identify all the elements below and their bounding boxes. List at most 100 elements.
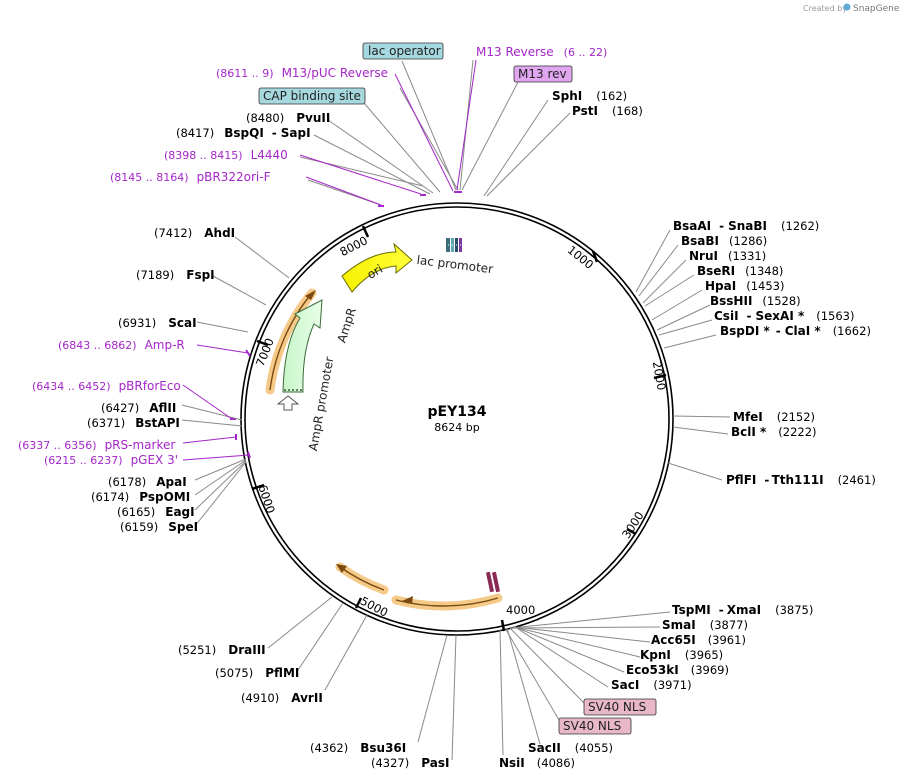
site-pvuii: (8480)PvuII [246,111,330,125]
site-psti: PstI(168) [572,104,643,118]
sv40-block-1 [485,571,495,593]
tick-label-4000: 4000 [506,603,535,617]
backbone-inner-circle [244,206,670,632]
site-nsii: NsiI(4086) [499,756,575,770]
primer-pgex3: (6215 .. 6237)pGEX 3' [44,453,178,467]
site-mfei: MfeI(2152) [733,410,815,424]
site-avrii: (4910)AvrII [241,691,323,705]
primer-amp-r: (6843 .. 6862)Amp-R [58,338,185,352]
m13-rev-label: M13 rev [518,67,567,81]
site-eagi: (6165)EagI [117,505,195,519]
tick-2000 [653,373,667,380]
site-hpai: HpaI(1453) [705,279,784,293]
site-kpni: KpnI(3965) [640,648,723,662]
primer-labels: M13 Reverse(6 .. 22) (8611 .. 9)M13/pUC … [18,45,607,467]
tick-label-5000: 5000 [358,594,390,620]
site-fspi: (7189)FspI [136,268,215,282]
cap-binding-site-box [258,87,366,105]
backbone-outer-circle [240,202,674,636]
leader-lines [181,59,731,761]
site-eco53ki: Eco53kI(3969) [626,663,729,677]
site-bstapi: (6371)BstAPI [87,416,180,430]
credit-prefix: Created by [803,4,847,13]
tick-3000 [626,527,637,536]
sites-left: (4327)PasI (4362)Bsu36I (4910)AvrII (507… [87,111,449,770]
site-bseri: BseRI(1348) [697,264,783,278]
lac-promoter-feature: lac promoter [416,238,494,276]
sv40-orange-arrowhead [402,596,413,604]
snapgene-logo-icon [843,3,851,11]
sv40-glyphs [485,571,501,593]
tick-label-2000: 2000 [650,360,669,391]
site-pspomi: (6174)PspOMI [91,490,190,504]
primer-m13-puc-reverse: (8611 .. 9)M13/pUC Reverse [216,66,388,80]
sv40-nls-label-1: SV40 NLS [588,700,646,714]
backbone [240,202,674,636]
tick-7000 [256,339,269,347]
ampr-arrow [282,299,323,393]
site-bsabi: BsaBI(1286) [681,234,767,248]
site-pflfi: PflFI-Tth111I(2461) [726,473,876,487]
site-aflii: (6427)AflII [101,401,176,415]
tick-label-1000: 1000 [565,243,597,272]
site-csii: CsiI-SexAI *(1563) [714,309,855,323]
credit-brand: SnapGene [853,4,900,14]
ampr-promoter-arrow [276,395,300,411]
site-bsshii: BssHII(1528) [710,294,801,308]
feature-arcs [265,288,503,611]
primer-pbr322ori-f: (8145 .. 8164)pBR322ori-F [110,170,271,184]
site-ahdi: (7412)AhdI [154,226,235,240]
boxed-features: lac operator CAP binding site M13 rev SV… [258,42,657,735]
primer-leaders [182,59,477,461]
sv40-orange-arc-line [395,597,499,607]
ampr-orange-arc-line [269,292,313,391]
ampr-promoter-label: AmpR promoter [306,356,336,452]
tick-8000 [361,225,370,238]
sites-right: SphI(162) PstI(168) BsaAI-SnaBI(1262) Bs… [499,89,876,770]
m13-rev-box [513,65,573,83]
site-nrui: NruI(1331) [689,249,766,263]
sv40-block-2 [491,571,501,593]
ampr-orange-arrowhead [305,290,316,300]
site-acc65i: Acc65I(3961) [651,633,746,647]
orange-arc-small-arrowhead [336,564,347,573]
tick-label-8000: 8000 [337,233,369,259]
ori-arrow [341,242,413,293]
site-scai: (6931)ScaI [118,316,197,330]
site-saci: SacI(3971) [611,678,692,692]
site-bspdi: BspDI *-ClaI *(1662) [720,324,871,338]
site-pflmi: (5075)PflMI [215,666,299,680]
site-spei: (6159)SpeI [120,520,198,534]
site-bspqi: (8417)BspQI-SapI [176,126,311,140]
tick-4000 [500,619,506,632]
site-bcli: BclI *(2222) [731,425,817,439]
primer-l4440: (8398 .. 8415)L4440 [164,148,288,162]
site-sphi: SphI(162) [552,89,627,103]
sv40-nls-box-1 [583,698,657,716]
ori-feature: ori [341,242,413,293]
lac-promoter-label: lac promoter [416,253,494,276]
tick-label-6000: 6000 [255,483,277,515]
primer-pbrforeco: (6434 .. 6452)pBRforEco [32,379,181,393]
site-sacii: SacII(4055) [528,741,613,755]
tick-label-3000: 3000 [619,509,647,541]
snapgene-credit: Created by SnapGene [803,3,900,14]
lac-operator-box [362,42,444,60]
site-bsu36i: (4362)Bsu36I [310,741,406,755]
sv40-nls-label-2: SV40 NLS [563,719,621,733]
sv40-nls-box-2 [558,717,632,735]
plasmid-name: pEY134 [428,404,487,420]
orange-arc-small [335,562,389,595]
tick-5000 [354,597,363,609]
site-tspmi: TspMI-XmaI(3875) [672,603,813,617]
tick-6000 [251,483,265,491]
ampr-label: AmpR [334,306,358,344]
site-smai: SmaI(3877) [662,618,748,632]
site-bsaai: BsaAI-SnaBI(1262) [673,219,819,233]
primer-prs-marker: (6337 .. 6356)pRS-marker [18,438,175,452]
cap-binding-site-label: CAP binding site [263,89,361,103]
site-draiii: (5251)DraIII [178,643,266,657]
primer-m13-reverse: M13 Reverse(6 .. 22) [476,45,607,59]
ori-label: ori [365,262,386,282]
